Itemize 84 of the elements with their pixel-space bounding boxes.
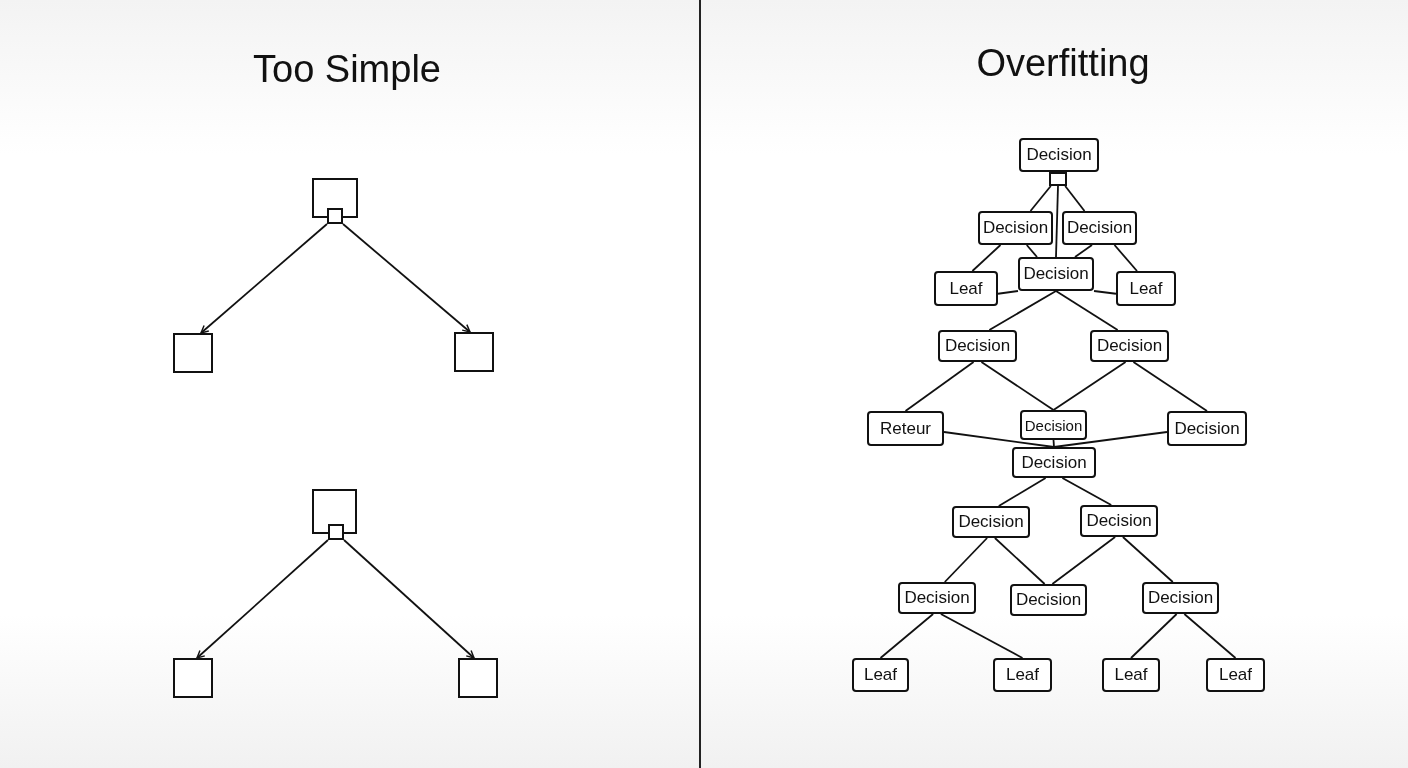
tree-node-box [1090,330,1169,362]
tree-node-box [1206,658,1265,692]
connector-line [1074,244,1093,258]
arrow [200,223,328,334]
connector-line [1053,431,1168,448]
tree-node-box [1080,505,1158,537]
connector-line [1025,244,1038,258]
node-label: Decision [1066,218,1133,238]
tree-node-box [1062,211,1137,245]
tree-node-box [938,330,1017,362]
tree-node-box [1116,271,1176,306]
node-label: Leaf [863,665,898,685]
connector-line [1064,185,1086,212]
connector-line [940,613,1024,659]
node-label: Decision [1021,452,1087,473]
tree-node-box [898,582,976,614]
connector-line [997,290,1019,295]
node-label: Decision [944,336,1011,356]
empty-box [1049,172,1067,186]
empty-box [173,658,213,698]
empty-box [312,178,358,218]
node-label: Decision [958,512,1024,532]
connector-line [980,361,1055,411]
panel-title: Too Simple [253,48,441,91]
node-label: Decision [1023,264,1089,284]
connector-line [879,613,934,659]
connector-line [1122,536,1174,583]
node-label: Decision [1026,145,1092,165]
empty-box [173,333,213,373]
tree-node-box [1142,582,1219,614]
tree-node-box [852,658,909,692]
node-label: Decision [1147,588,1214,608]
connector-line [943,537,988,583]
connector-line [988,290,1057,331]
connector-line [994,537,1046,585]
node-label: Decision [982,218,1049,238]
connector-line [971,244,1002,272]
node-label: Reteur [880,418,931,439]
tree-node-box [1010,584,1087,616]
connector-line [1055,290,1119,331]
node-label: Decision [1015,590,1082,610]
node-label: Decision [904,588,970,608]
node-label: Leaf [1114,665,1148,685]
connector-line [1183,613,1237,659]
connector-line [943,431,1055,448]
node-label: Decision [1086,511,1152,531]
empty-box [327,208,343,224]
connector-line [997,477,1047,507]
empty-box [328,524,344,540]
connector-line [1093,290,1117,295]
node-label: Leaf [1218,665,1253,685]
connector-line [1051,536,1116,585]
tree-node-box [952,506,1030,538]
empty-box [312,489,357,534]
tree-node-box [1102,658,1160,692]
tree-node-box [867,411,944,446]
tree-node-box [1020,410,1087,440]
connector-line [1130,613,1178,659]
tree-node-box [978,211,1053,245]
empty-box [458,658,498,698]
panel-title: Overfitting [976,42,1150,85]
node-label: Leaf [1129,278,1163,299]
arrow [196,539,329,659]
arrow [342,223,471,333]
tree-node-box [934,271,998,306]
tree-node-box [993,658,1052,692]
arrow [343,539,475,659]
empty-box [454,332,494,372]
connector-line [1052,361,1127,411]
tree-node-box [1012,447,1096,478]
tree-node-box [1019,138,1099,172]
node-label: Decision [1024,416,1083,434]
tree-node-box [1018,257,1094,291]
node-label: Leaf [949,278,983,299]
connector-line [904,361,975,412]
node-label: Leaf [1005,665,1040,685]
node-label: Decision [1174,418,1240,439]
connector-line [1061,477,1113,506]
connector-line [1055,185,1059,258]
node-label: Decision [1096,336,1163,356]
connector-line [1113,244,1138,272]
connector-line [1029,185,1052,212]
connector-line [1132,361,1208,412]
tree-node-box [1167,411,1247,446]
